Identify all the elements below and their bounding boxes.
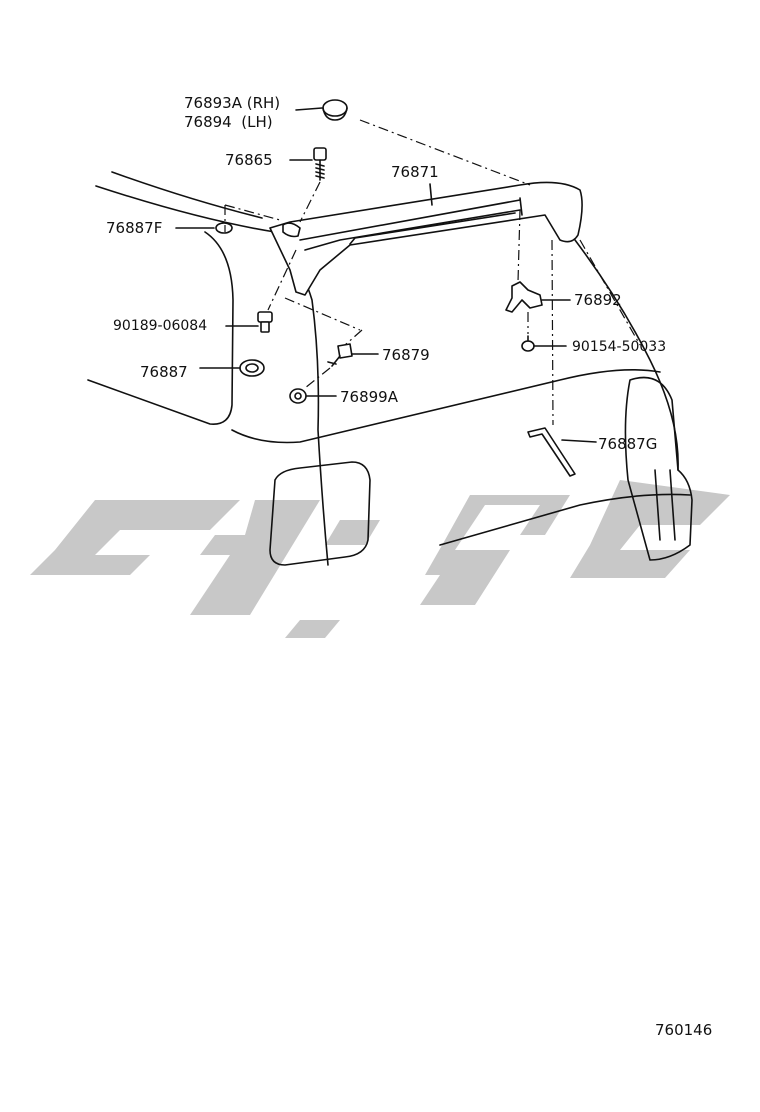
cap-76893a <box>322 99 348 117</box>
label-76894-lh: 76894 (LH) <box>184 113 273 131</box>
screw-90189-icon <box>257 311 273 333</box>
label-90189-06084: 90189-06084 <box>113 318 208 334</box>
diagram-code: 760146 <box>655 1021 713 1039</box>
label-76865: 76865 <box>225 151 273 169</box>
spoiler-76871-body <box>269 181 583 296</box>
lower-window-outline <box>269 461 371 566</box>
label-76887f: 76887F <box>106 219 163 237</box>
bolt-76865-icon <box>313 147 327 181</box>
screw-90154-icon <box>521 335 535 352</box>
label-76887: 76887 <box>140 363 188 381</box>
persian-text-watermark-icon <box>30 480 730 638</box>
tailgate-side-outline <box>231 369 661 444</box>
roof-outline <box>95 185 276 233</box>
nut-76899a-icon <box>289 388 307 404</box>
label-76871: 76871 <box>391 163 439 181</box>
bracket-76892 <box>505 281 543 313</box>
grommet-76887-icon <box>239 359 265 377</box>
tail-lamp-outline <box>624 376 693 561</box>
label-90154-50033: 90154-50033 <box>572 339 667 355</box>
label-76899a: 76899A <box>340 388 398 406</box>
roof-upper-outline <box>111 171 263 219</box>
hose-76887g <box>527 427 576 477</box>
plug-76887f <box>215 222 233 234</box>
label-76892: 76892 <box>574 291 622 309</box>
label-76893a-rh: 76893A (RH) <box>184 94 281 112</box>
quarter-window-outline <box>87 231 234 425</box>
label-76879: 76879 <box>382 346 430 364</box>
label-76887g: 76887G <box>598 435 658 453</box>
stud-76879-icon <box>327 343 353 367</box>
